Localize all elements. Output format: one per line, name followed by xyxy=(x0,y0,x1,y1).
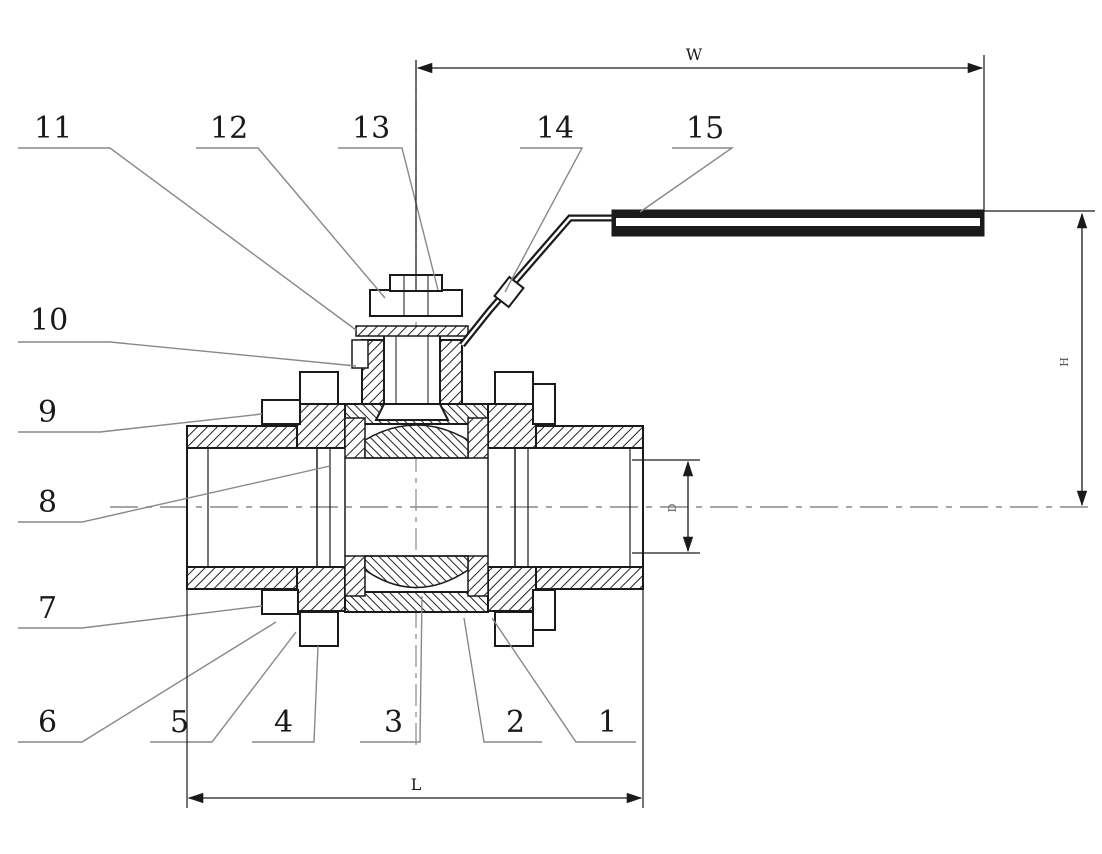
dimension-w: W xyxy=(415,45,985,290)
part-label-7: 7 xyxy=(38,591,57,626)
bolts xyxy=(261,371,556,647)
part-label-1: 1 xyxy=(598,705,617,740)
part-label-11: 11 xyxy=(34,111,72,146)
part-label-12: 12 xyxy=(210,111,248,146)
dimension-w-label: W xyxy=(686,45,703,64)
part-label-5: 5 xyxy=(170,705,189,740)
dimension-h-label: H xyxy=(1058,357,1071,367)
part-label-3: 3 xyxy=(384,705,403,740)
part-label-6: 6 xyxy=(38,705,57,740)
dimension-d-label: D xyxy=(666,503,679,512)
part-label-15: 15 xyxy=(686,111,724,146)
right-end-cap xyxy=(487,403,644,612)
ball xyxy=(364,424,469,589)
handle xyxy=(459,209,985,348)
dimension-d: D xyxy=(632,459,700,554)
part-label-8: 8 xyxy=(38,485,57,520)
part-labels: 11 12 13 14 15 10 9 8 7 6 5 4 3 2 1 xyxy=(30,111,724,740)
part-label-14: 14 xyxy=(536,111,574,146)
leader-lines xyxy=(18,147,735,743)
stem-assembly xyxy=(351,274,469,421)
part-label-10: 10 xyxy=(30,303,68,338)
part-label-13: 13 xyxy=(352,111,390,146)
part-label-2: 2 xyxy=(506,705,525,740)
dimension-h: H xyxy=(984,210,1095,507)
dimension-l: L xyxy=(186,589,644,808)
part-label-9: 9 xyxy=(38,395,57,430)
part-label-4: 4 xyxy=(274,705,293,740)
dimension-l-label: L xyxy=(411,775,422,794)
